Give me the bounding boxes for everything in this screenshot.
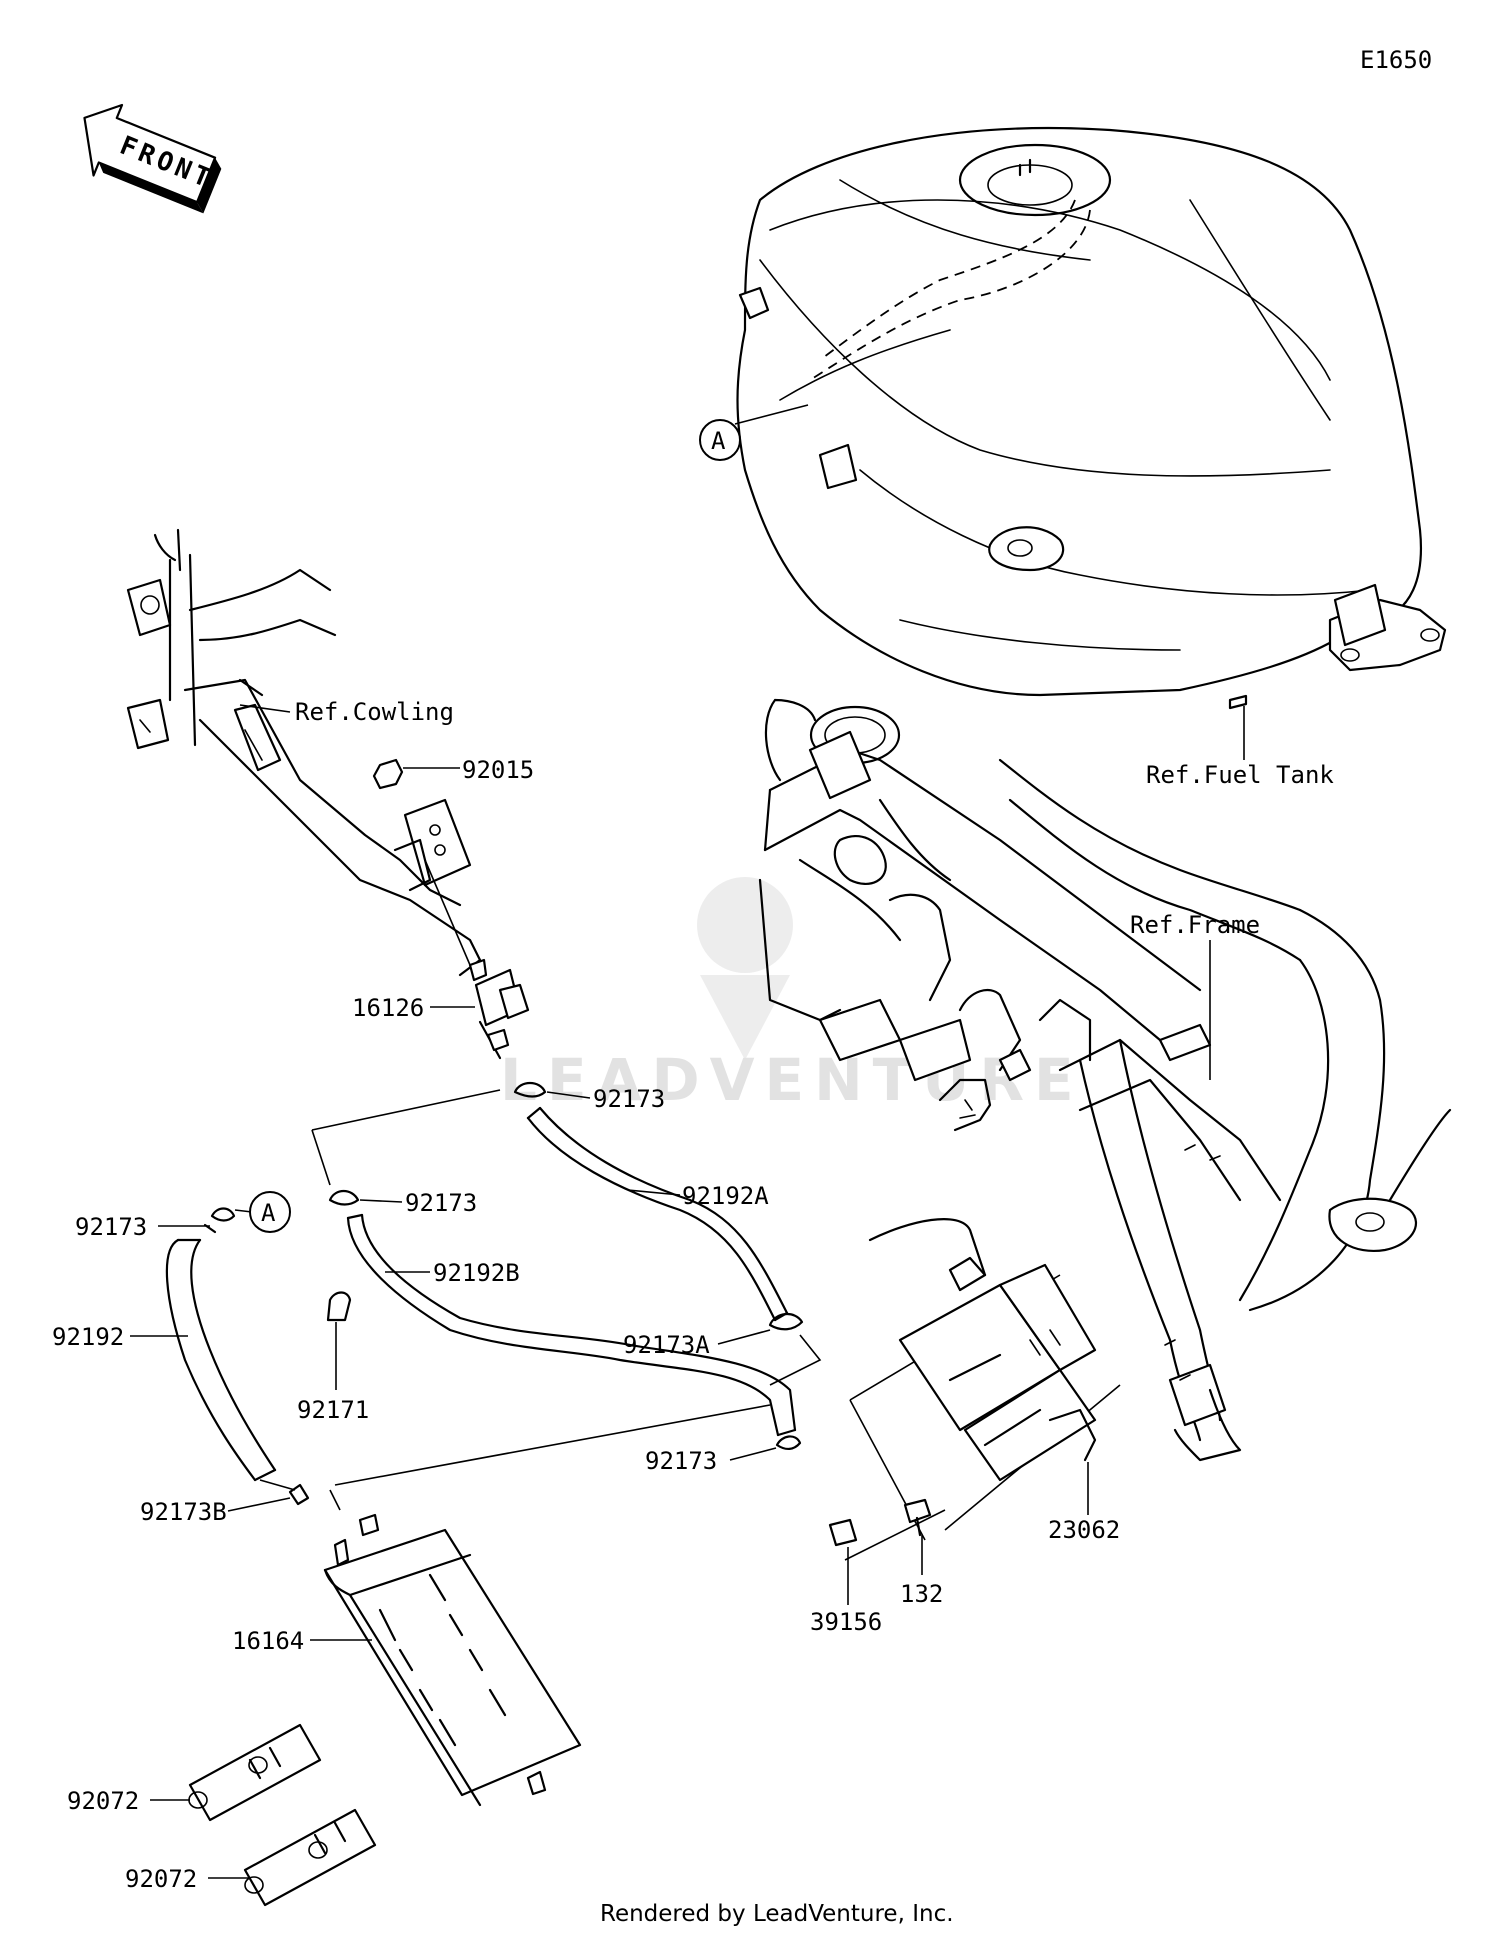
callout-a-hose: A bbox=[234, 1191, 291, 1233]
strap-92072-lower-icon bbox=[243, 1808, 377, 1907]
ref-frame-label: Ref.Frame bbox=[1130, 911, 1260, 939]
bolt-132-icon bbox=[903, 1498, 932, 1537]
callout-a-hose-label: A bbox=[261, 1199, 276, 1227]
svg-text:92192: 92192 bbox=[52, 1323, 124, 1351]
part-label-92192B: 92192B bbox=[385, 1259, 520, 1287]
part-label-92173-mid: 92173 bbox=[359, 1189, 477, 1217]
svg-text:92192B: 92192B bbox=[433, 1259, 520, 1287]
hose-92192A-icon bbox=[526, 1106, 789, 1322]
part-label-23062: 23062 bbox=[1048, 1462, 1120, 1544]
part-label-92072-lower: 92072 bbox=[125, 1865, 250, 1893]
front-arrow-icon: FRONT bbox=[83, 103, 222, 214]
svg-text:92072: 92072 bbox=[125, 1865, 197, 1893]
svg-text:23062: 23062 bbox=[1048, 1516, 1120, 1544]
part-label-92173B: 92173B bbox=[140, 1497, 291, 1526]
callout-a-tank-label: A bbox=[711, 427, 726, 455]
part-label-16126: 16126 bbox=[352, 994, 475, 1022]
strap-92072-upper-icon bbox=[188, 1723, 322, 1822]
clamp-92173-mid-icon bbox=[328, 1189, 360, 1206]
clamp-92173-top-icon bbox=[513, 1081, 547, 1098]
nut-92015-icon bbox=[372, 758, 404, 790]
leadventure-watermark: LEADVENTURE bbox=[500, 877, 1084, 1114]
bracket-23062-icon bbox=[868, 1218, 1097, 1482]
svg-text:92173: 92173 bbox=[593, 1085, 665, 1113]
solenoid-valve-16126-icon bbox=[424, 859, 530, 1060]
ref-cowling-leader bbox=[239, 704, 291, 713]
part-label-92192: 92192 bbox=[52, 1323, 188, 1351]
part-label-92072-upper: 92072 bbox=[67, 1787, 190, 1815]
svg-text:132: 132 bbox=[900, 1580, 943, 1608]
cowling-bracket-illustration bbox=[126, 528, 482, 977]
part-label-92015: 92015 bbox=[403, 756, 534, 784]
fuel-tank-illustration bbox=[736, 127, 1447, 710]
svg-text:39156: 39156 bbox=[810, 1608, 882, 1636]
part-label-92173-top: 92173 bbox=[546, 1085, 665, 1113]
clamp-92173-lower-icon bbox=[775, 1435, 802, 1450]
footer-credit: Rendered by LeadVenture, Inc. bbox=[600, 1901, 954, 1927]
part-label-92173-lower: 92173 bbox=[645, 1447, 777, 1475]
frame-illustration bbox=[758, 698, 1452, 1462]
svg-text:92192A: 92192A bbox=[682, 1182, 769, 1210]
part-label-92192A: 92192A bbox=[627, 1182, 769, 1210]
svg-text:92015: 92015 bbox=[462, 756, 534, 784]
diagram-code: E1650 bbox=[1360, 46, 1432, 74]
ref-fuel-tank-label: Ref.Fuel Tank bbox=[1146, 761, 1334, 789]
part-label-92171: 92171 bbox=[297, 1322, 369, 1424]
svg-text:92173A: 92173A bbox=[623, 1331, 710, 1359]
svg-text:92173: 92173 bbox=[75, 1213, 147, 1241]
part-label-16164: 16164 bbox=[232, 1627, 372, 1655]
cap-39156-icon bbox=[828, 1518, 858, 1547]
svg-text:92173B: 92173B bbox=[140, 1498, 227, 1526]
svg-text:92072: 92072 bbox=[67, 1787, 139, 1815]
clamp-92173B-icon bbox=[288, 1483, 310, 1506]
ref-cowling-label: Ref.Cowling bbox=[295, 698, 454, 726]
hose-92192B-icon bbox=[346, 1213, 797, 1437]
svg-text:16164: 16164 bbox=[232, 1627, 304, 1655]
callout-a-tank: A bbox=[699, 404, 809, 461]
part-label-92173A: 92173A bbox=[623, 1329, 771, 1359]
watermark-text: LEADVENTURE bbox=[500, 1046, 1084, 1114]
clamp-92173A-icon bbox=[768, 1313, 804, 1331]
svg-text:92171: 92171 bbox=[297, 1396, 369, 1424]
svg-text:92173: 92173 bbox=[405, 1189, 477, 1217]
svg-text:92173: 92173 bbox=[645, 1447, 717, 1475]
part-label-92173-left: 92173 bbox=[75, 1213, 210, 1241]
svg-text:16126: 16126 bbox=[352, 994, 424, 1022]
part-label-132: 132 bbox=[900, 1535, 943, 1608]
part-label-39156: 39156 bbox=[810, 1547, 882, 1636]
canister-16164-icon bbox=[323, 1513, 582, 1807]
clamp-92173-left-icon bbox=[203, 1207, 236, 1234]
hose-92192-icon bbox=[165, 1238, 277, 1482]
clip-92171-icon bbox=[326, 1291, 352, 1322]
